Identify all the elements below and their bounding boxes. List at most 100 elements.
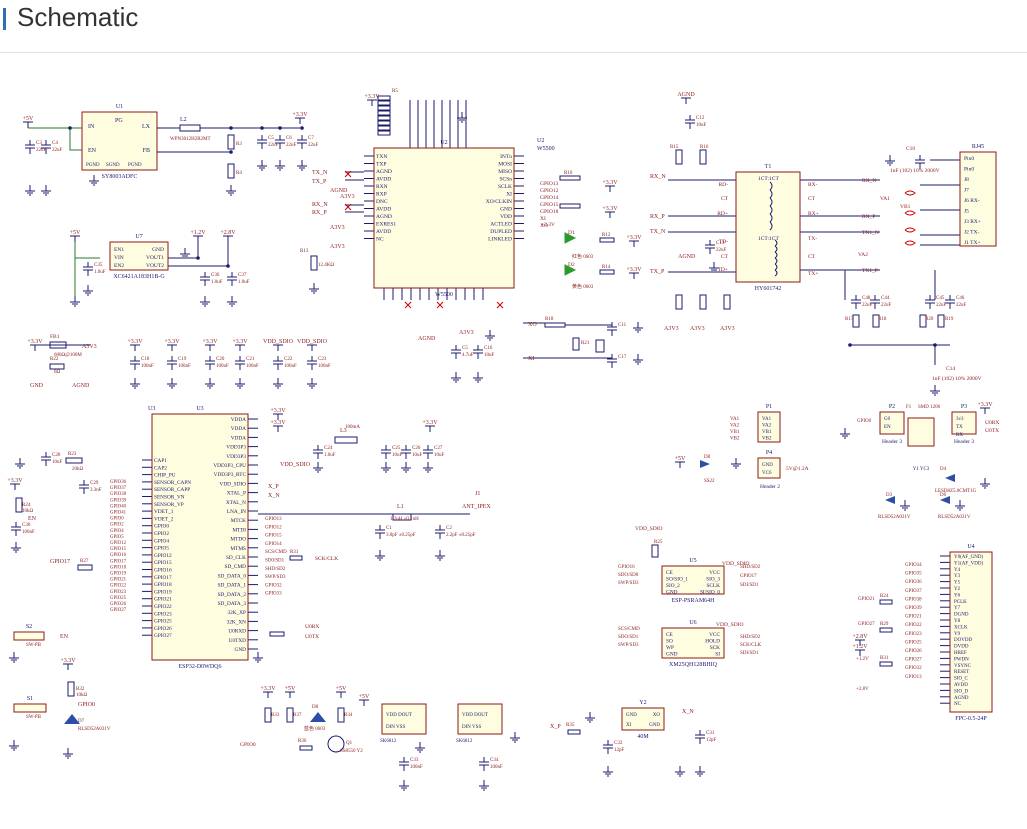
label: 100nF [490, 765, 503, 770]
power-symbol [263, 691, 273, 698]
capacitor [435, 525, 445, 539]
label: DOVDD [954, 638, 972, 643]
label: A3V3 [720, 326, 735, 332]
ground-symbol [510, 732, 520, 743]
label: C18 [141, 357, 150, 362]
label: 40M [637, 734, 649, 740]
label: C30 [22, 523, 31, 528]
junction [226, 264, 230, 268]
label: VA2 [730, 424, 740, 429]
label: FPC-0.5-24P [955, 716, 987, 722]
label: GPIO25 [154, 619, 172, 625]
ground-symbol [297, 160, 307, 171]
label: R24 [880, 594, 889, 599]
label: VDD_SDIO [635, 526, 663, 532]
label: GND [500, 207, 512, 213]
label: GPIO23 [110, 590, 127, 595]
label: VB1 [900, 204, 911, 210]
coil [769, 181, 773, 191]
label: AGND [678, 254, 696, 260]
label: GPIO4 [110, 529, 124, 534]
resistor-pullup [377, 115, 391, 121]
label: GND [649, 723, 660, 728]
label: +3.3V [202, 339, 218, 345]
label: R34 [344, 713, 353, 718]
label: A3V3 [330, 225, 345, 231]
label: Header 2 [760, 484, 780, 490]
power-symbol [425, 425, 435, 432]
label: GPIO36 [905, 580, 922, 585]
label: 1nF (102) 10% 2000V [890, 167, 940, 174]
capacitor [473, 345, 483, 359]
resistor [337, 707, 345, 723]
power-symbol [130, 344, 140, 351]
coil [769, 189, 773, 199]
label: CT [721, 254, 729, 260]
label: 蓝色 0603 [304, 725, 326, 732]
power-symbol [167, 344, 177, 351]
label: GPIO5 [110, 535, 124, 540]
coil [769, 205, 773, 215]
led-d8 [310, 712, 326, 722]
ground-symbol [840, 428, 850, 439]
label: GPIO5 [154, 546, 169, 552]
label: MTCK [231, 518, 246, 524]
label: GPIO22 [110, 584, 127, 589]
no-connect-loop [904, 240, 916, 246]
junction [278, 126, 282, 130]
label: F1 [906, 405, 912, 410]
resistor [559, 175, 581, 181]
label: 10uF [52, 460, 63, 465]
ground-symbol [415, 742, 425, 753]
label: D4 [940, 467, 947, 472]
label: +3.3V [232, 339, 248, 345]
label: R25 [654, 540, 663, 545]
u2-ethernet-controller [373, 147, 515, 289]
ground-symbol [275, 160, 285, 171]
label: GPIO14 [540, 195, 559, 201]
label: VA2 [762, 424, 772, 429]
label: SCS/CMD [265, 550, 287, 555]
label: SDI/SD1 [740, 583, 759, 588]
label: TD+ [718, 267, 728, 273]
label: +3.3V [270, 408, 286, 414]
resistor-pullup [377, 100, 391, 106]
label: Y1(AF_VDD) [954, 561, 984, 566]
power-symbol [359, 699, 369, 706]
resistor [872, 314, 880, 328]
label: C46 [956, 296, 965, 301]
label: GPIO2 [154, 531, 169, 537]
ground-symbol [309, 283, 319, 294]
label: XI [506, 192, 512, 198]
label: C34 [490, 758, 499, 763]
resistor [919, 314, 927, 328]
label: GPIO12 [154, 553, 172, 559]
label: 100nF [178, 364, 191, 369]
label: Y7 [954, 606, 961, 611]
label: GPIO18 [154, 582, 172, 588]
label: 0Ω [54, 370, 61, 375]
wire [69, 128, 82, 151]
label: P3 [961, 404, 967, 410]
power-symbol [605, 185, 615, 192]
label: VIN [114, 255, 124, 261]
label: 22uF [268, 143, 279, 148]
ground-symbol [603, 766, 613, 777]
label: HOLD [705, 639, 720, 645]
label: VDD_SDIO [280, 462, 311, 468]
label: J1 TX+ [964, 240, 981, 246]
wires [28, 100, 960, 704]
capacitor [479, 757, 489, 771]
label: 22uF [936, 303, 947, 308]
label: 100mA [345, 425, 360, 430]
label: RX_N [312, 202, 328, 208]
label: TXP [376, 162, 386, 168]
power-symbol [675, 461, 685, 468]
label: C17 [618, 355, 627, 360]
label: S2 [26, 624, 32, 630]
label: CHIP_PU [154, 473, 176, 479]
power-symbol [307, 344, 317, 351]
label: EN [28, 516, 37, 522]
label: SK6812 [456, 739, 473, 744]
diode-d8 [700, 460, 710, 468]
